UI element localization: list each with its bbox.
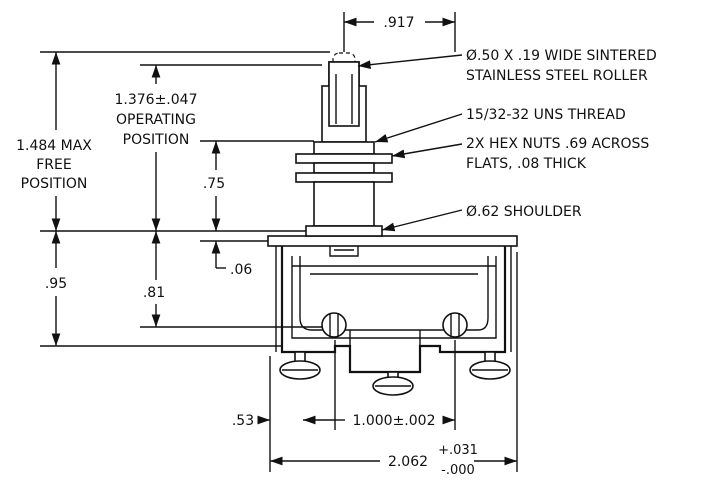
dim-overall-width: 2.062 +.031 -.000 — [270, 443, 517, 478]
terminal-right — [469, 351, 511, 380]
plunger-assembly — [295, 52, 393, 257]
dim-081-text: .81 — [143, 285, 165, 301]
dim-2062-minus: -.000 — [441, 463, 475, 478]
dim-free-line3: POSITION — [21, 176, 88, 192]
terminal-left — [279, 351, 321, 380]
mounting-screw-left — [321, 312, 347, 338]
dim-006-text: .06 — [230, 262, 252, 278]
dim-095-text: .95 — [45, 276, 67, 292]
dim-top-width-text: .917 — [383, 15, 414, 31]
dim-total-height: .95 — [45, 231, 67, 346]
extension-lines — [40, 12, 518, 472]
dim-thread-to-shoulder: .75 — [203, 141, 225, 231]
dim-1000-text: 1.000±.002 — [353, 413, 436, 429]
callout-hex-nuts: 2X HEX NUTS .69 ACROSS FLATS, .08 THICK — [391, 136, 649, 172]
callout-shoulder-text: Ø.62 SHOULDER — [466, 204, 582, 220]
callout-roller-line2: STAINLESS STEEL ROLLER — [466, 68, 648, 84]
dim-053-text: .53 — [232, 413, 254, 429]
dim-top-width: .917 — [344, 15, 455, 31]
dim-free-line2: FREE — [36, 157, 71, 173]
callout-thread: 15/32-32 UNS THREAD — [374, 107, 626, 143]
dim-operating-line3: POSITION — [123, 132, 190, 148]
dim-body-height: .81 — [143, 231, 165, 327]
dim-operating-position: 1.376±.047 OPERATING POSITION — [115, 65, 198, 231]
dim-2062-plus: +.031 — [438, 443, 478, 458]
dim-free-line1: 1.484 MAX — [16, 138, 92, 154]
dim-075-text: .75 — [203, 176, 225, 192]
callout-roller-line1: Ø.50 X .19 WIDE SINTERED — [466, 48, 657, 64]
dim-2062-text: 2.062 — [388, 454, 428, 470]
callout-shoulder: Ø.62 SHOULDER — [381, 204, 582, 232]
dim-operating-line2: OPERATING — [116, 112, 196, 128]
dim-left-offset: .53 — [232, 413, 335, 429]
mounting-screw-right — [442, 312, 468, 338]
callout-thread-text: 15/32-32 UNS THREAD — [466, 107, 626, 123]
terminal-center — [372, 371, 414, 396]
dim-shoulder-offset: .06 — [211, 241, 252, 278]
callout-hex-line2: FLATS, .08 THICK — [466, 156, 587, 172]
callout-hex-line1: 2X HEX NUTS .69 ACROSS — [466, 136, 649, 152]
dim-free-position: 1.484 MAX FREE POSITION — [16, 51, 92, 231]
callout-roller: Ø.50 X .19 WIDE SINTERED STAINLESS STEEL… — [357, 48, 657, 84]
dim-operating-line1: 1.376±.047 — [115, 92, 198, 108]
switch-body — [267, 235, 518, 374]
dim-hole-spacing: 1.000±.002 — [335, 413, 455, 429]
